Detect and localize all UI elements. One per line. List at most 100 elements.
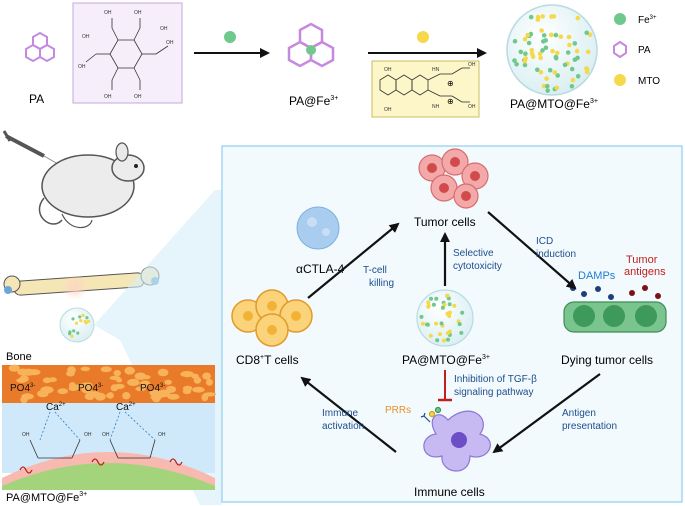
- svg-text:OH: OH: [104, 94, 112, 100]
- nanoparticle-dot: [71, 317, 75, 321]
- actla4-antibody-icon: [296, 206, 340, 250]
- mineral-spot: [21, 393, 34, 400]
- nanoparticle-dot: [447, 310, 452, 315]
- fe-ion-center: [306, 45, 316, 55]
- svg-text:HN: HN: [432, 67, 440, 73]
- mto-oh-labels: OH OH HN NH OH OH: [384, 62, 476, 113]
- mineral-spot: [8, 364, 20, 372]
- nanoparticle-dot: [554, 85, 560, 90]
- nanoparticle-dot: [434, 296, 439, 301]
- nanoparticle-dot: [445, 293, 450, 298]
- nanoparticle-dot: [550, 48, 555, 54]
- svg-text:OH: OH: [104, 10, 112, 16]
- mineral-spot: [127, 378, 140, 386]
- nanoparticle-dot: [570, 77, 576, 83]
- legend-pa-label: PA: [638, 45, 651, 56]
- svg-text:OH: OH: [166, 40, 174, 46]
- binding-lines: [39, 411, 156, 441]
- bone-mineral-spots: [8, 364, 217, 404]
- nanoparticle-dot: [545, 88, 550, 93]
- left-bottom-label: PA@MTO@Fe3+: [6, 491, 87, 504]
- nanoparticle-dot: [529, 47, 535, 53]
- svg-text:OH: OH: [384, 107, 392, 113]
- nanoparticle-dot: [584, 30, 589, 36]
- nanoparticle-dot: [452, 303, 457, 308]
- nanoparticle-dot: [74, 321, 78, 325]
- nanoparticle-dot: [572, 41, 578, 46]
- nanoparticle-dot: [81, 313, 85, 317]
- mineral-spot: [124, 366, 135, 375]
- nanoparticle-dot: [442, 338, 446, 343]
- cd8-t-cells-icon: [231, 289, 313, 347]
- svg-text:OH: OH: [84, 432, 92, 438]
- mineral-spot: [205, 378, 213, 386]
- nanoparticle-dot: [535, 67, 540, 73]
- mineral-spot: [19, 375, 29, 383]
- prr-receptors-icon: [420, 406, 442, 423]
- nanoparticle-dot: [425, 322, 430, 327]
- mineral-spot: [182, 385, 193, 391]
- nanoparticle-dot: [87, 319, 91, 323]
- svg-text:OH: OH: [134, 94, 142, 100]
- nanoparticle-dot: [537, 51, 543, 57]
- nanoparticle-dot: [428, 333, 433, 338]
- fe-ball-arrow: [224, 31, 236, 43]
- nanoparticle-dot: [547, 67, 553, 73]
- mineral-spot: [109, 375, 121, 381]
- nanoparticle-dot: [562, 62, 568, 68]
- nanoparticle-dot: [72, 329, 76, 333]
- nanoparticle-dot: [549, 32, 554, 38]
- nanoparticle-dot: [558, 34, 564, 39]
- nanoparticle-dot: [68, 332, 72, 336]
- nanoparticle-dot: [584, 69, 590, 75]
- mineral-spot: [81, 386, 93, 394]
- mineral-spot: [164, 379, 172, 385]
- nanoparticle-dot: [435, 338, 440, 343]
- mineral-spot: [152, 395, 161, 403]
- nanoparticle-dot: [553, 54, 559, 60]
- nanoparticle-dot: [539, 28, 544, 33]
- nanoparticle-dot: [572, 57, 578, 62]
- svg-text:PO43-: PO43-: [78, 383, 103, 394]
- tumor-antigens-label: Tumor antigens: [624, 254, 666, 278]
- nanoparticle-dot: [567, 42, 572, 48]
- nanoparticle-dot: [446, 337, 450, 342]
- nanoparticle-dot: [569, 66, 575, 72]
- mineral-spot: [167, 393, 180, 400]
- nanoparticle-dot: [574, 48, 580, 54]
- nanoparticle-dot: [447, 314, 452, 318]
- mineral-spot: [192, 386, 205, 393]
- svg-text:OH: OH: [158, 432, 166, 438]
- mineral-spot: [157, 389, 171, 398]
- legend-mto-label: MTO: [638, 76, 660, 87]
- nanoparticle-dot: [535, 14, 541, 20]
- legend-fe-swatch: [614, 13, 626, 25]
- nanoparticle-dot: [528, 14, 534, 20]
- nanoparticle-dot: [585, 49, 591, 55]
- mineral-spot: [113, 370, 122, 377]
- nanoparticle-dot: [543, 45, 549, 51]
- phosphate-oh-labels: OH OH OH OH: [22, 432, 166, 438]
- legend: Fe3+ PA MTO: [613, 13, 660, 87]
- nanoparticle-dot: [555, 73, 560, 78]
- arrow-cd8-to-tumor: [307, 222, 400, 299]
- nanoparticle-dot: [512, 38, 518, 44]
- pafe-label: PA@Fe3+: [289, 94, 338, 108]
- nanoparticle-dot: [525, 32, 530, 38]
- nanoparticle-dot: [523, 51, 528, 56]
- nanoparticle-dot: [538, 70, 544, 75]
- mineral-spot: [191, 373, 199, 379]
- nanoparticle-dot: [460, 310, 465, 315]
- arrow-immune-to-cd8: [300, 376, 397, 453]
- legend-fe-label: Fe3+: [638, 15, 657, 26]
- svg-text:PO43-: PO43-: [10, 383, 35, 394]
- svg-text:NH: NH: [432, 104, 440, 110]
- nanoparticle-dot: [518, 49, 524, 55]
- pa-mto-fe-nanoparticle: [506, 4, 598, 96]
- svg-text:OH: OH: [82, 34, 90, 40]
- nanoparticle-dot: [85, 316, 89, 320]
- nanoparticle-dot: [431, 302, 436, 307]
